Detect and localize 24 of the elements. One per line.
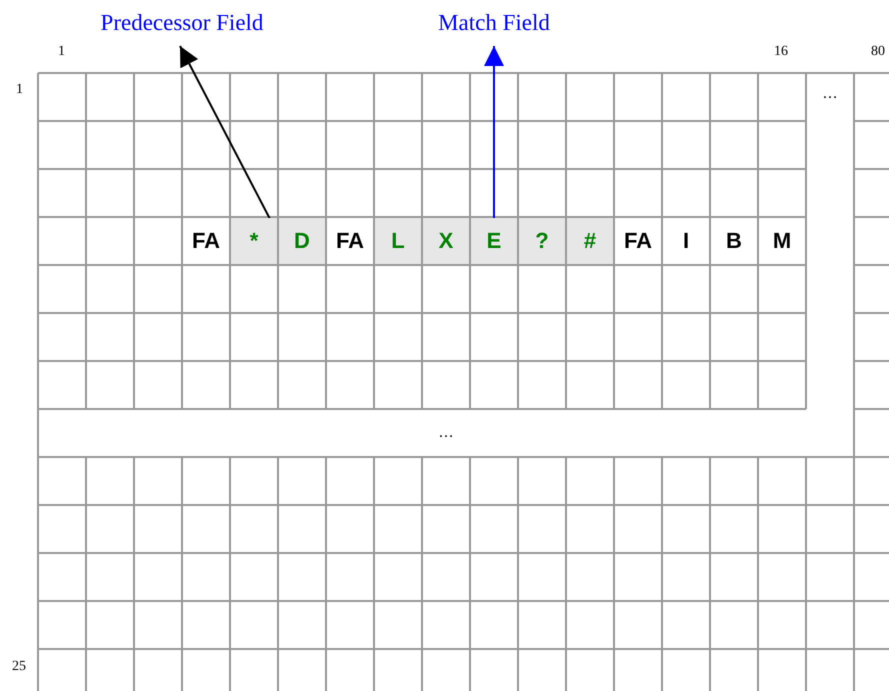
screen-cell: B [711, 218, 757, 264]
screen-cell: ? [519, 218, 565, 264]
screen-cell: E [471, 218, 517, 264]
leader-arrow [179, 46, 271, 220]
screen-cell: FA [327, 218, 373, 264]
callout-label: Match Field [426, 6, 562, 40]
screen-cell: L [375, 218, 421, 264]
ruler-number: 25 [12, 659, 26, 675]
screen-cell: I [663, 218, 709, 264]
screen-cell: X [423, 218, 469, 264]
ruler-number: 80 [871, 44, 885, 60]
screen-cell: FA [183, 218, 229, 264]
screen-cell: # [567, 218, 613, 264]
ellipsis: … [40, 411, 852, 455]
ellipsis: … [808, 75, 852, 407]
screen-cell: M [759, 218, 805, 264]
callout-label: Predecessor Field [84, 6, 280, 40]
ruler-number: 1 [16, 82, 23, 98]
leader-arrow [484, 46, 504, 218]
screen-cell: FA [615, 218, 661, 264]
screen-cell: D [279, 218, 325, 264]
ruler-number: 16 [774, 44, 788, 60]
screen-cell: * [231, 218, 277, 264]
ruler-number: 1 [58, 44, 65, 60]
